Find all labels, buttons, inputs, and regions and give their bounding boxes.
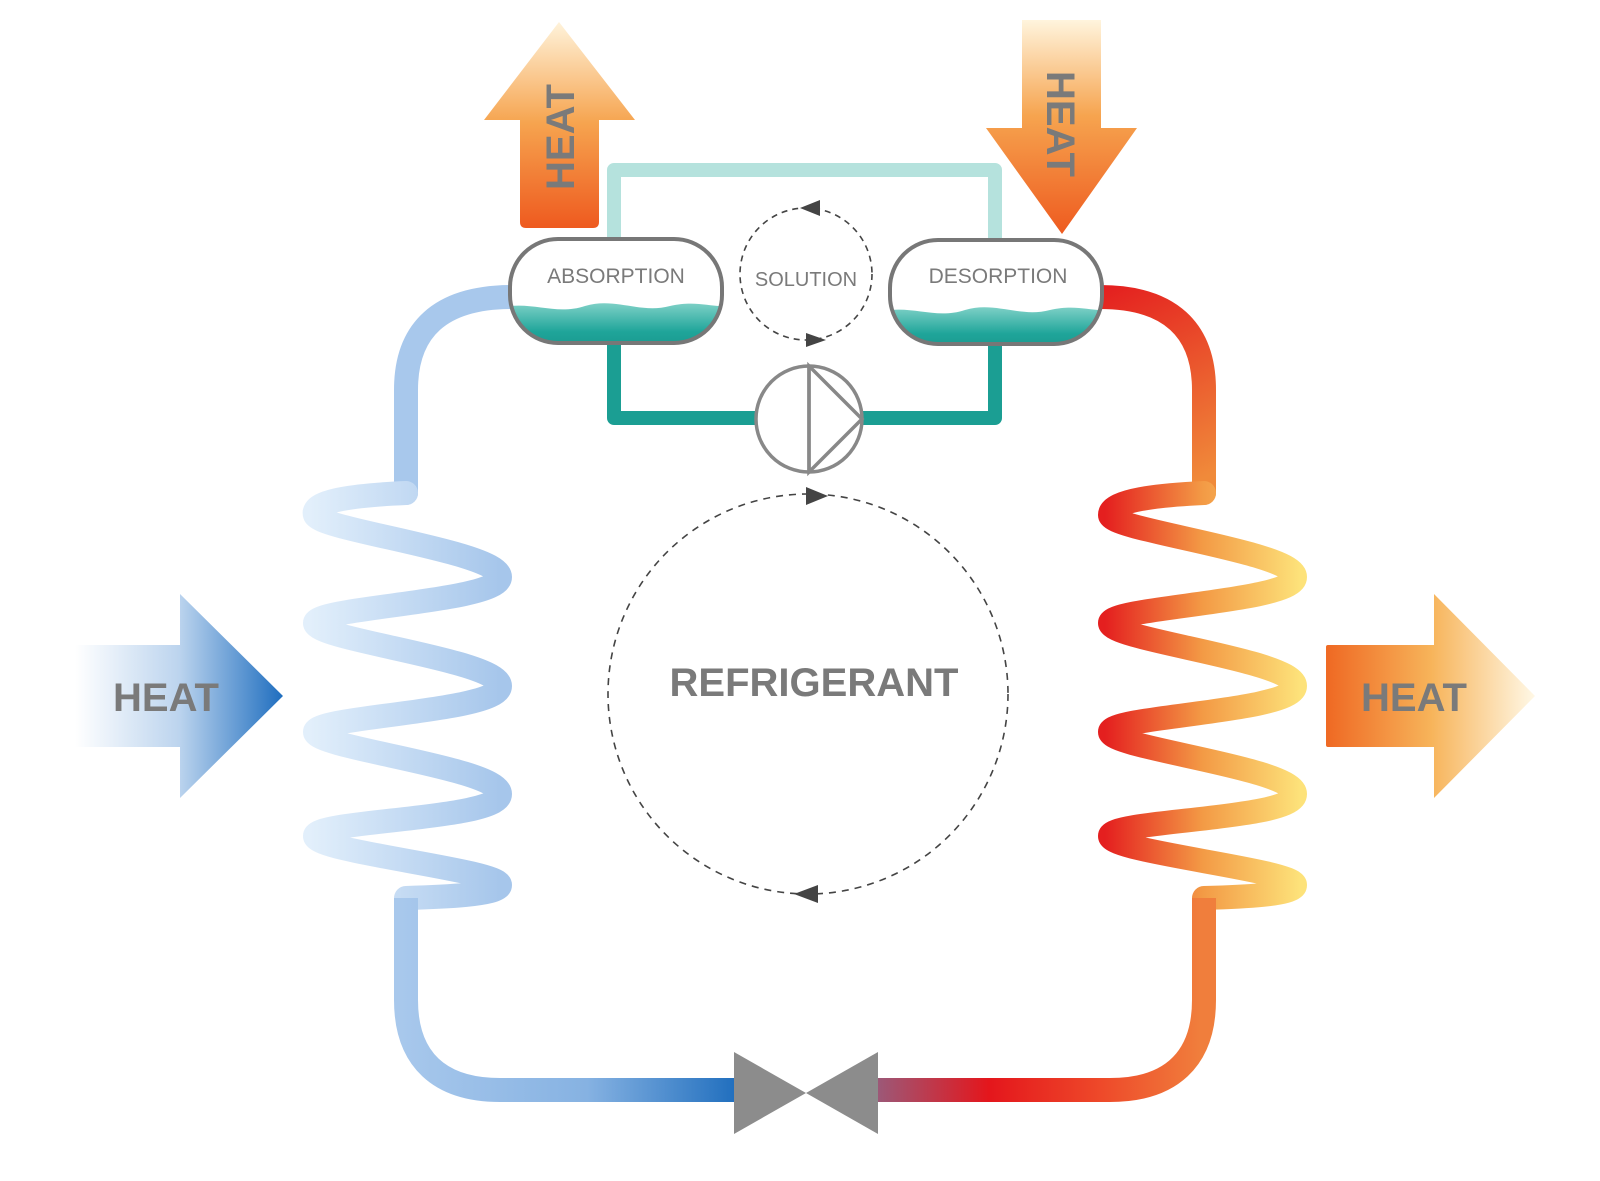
solution-pump-icon	[754, 361, 865, 477]
heat-output-right-arrow: HEAT	[1326, 594, 1535, 798]
absorption-label: ABSORPTION	[547, 265, 685, 288]
heat-output-right-label: HEAT	[1361, 676, 1467, 720]
solution-loop	[607, 163, 1002, 425]
cold-refrigerant-pipe	[302, 285, 740, 1102]
heat-output-top-arrow: HEAT	[484, 22, 635, 228]
desorption-vessel: DESORPTION	[888, 238, 1104, 346]
heat-input-top-label: HEAT	[1038, 71, 1082, 177]
desorption-label: DESORPTION	[929, 265, 1068, 288]
heat-input-left-arrow: HEAT	[75, 594, 283, 798]
refrigerant-label: REFRIGERANT	[670, 661, 959, 705]
solution-cycle-indicator: SOLUTION	[739, 200, 873, 347]
heat-input-top-arrow: HEAT	[986, 20, 1137, 234]
solution-label: SOLUTION	[755, 269, 857, 291]
expansion-valve-icon	[734, 1052, 878, 1134]
absorption-vessel: ABSORPTION	[508, 237, 724, 345]
heat-input-left-label: HEAT	[113, 676, 219, 720]
hot-refrigerant-pipe	[875, 285, 1307, 1102]
refrigerant-cycle-indicator: REFRIGERANT	[607, 487, 1009, 903]
heat-output-top-label: HEAT	[539, 84, 583, 190]
